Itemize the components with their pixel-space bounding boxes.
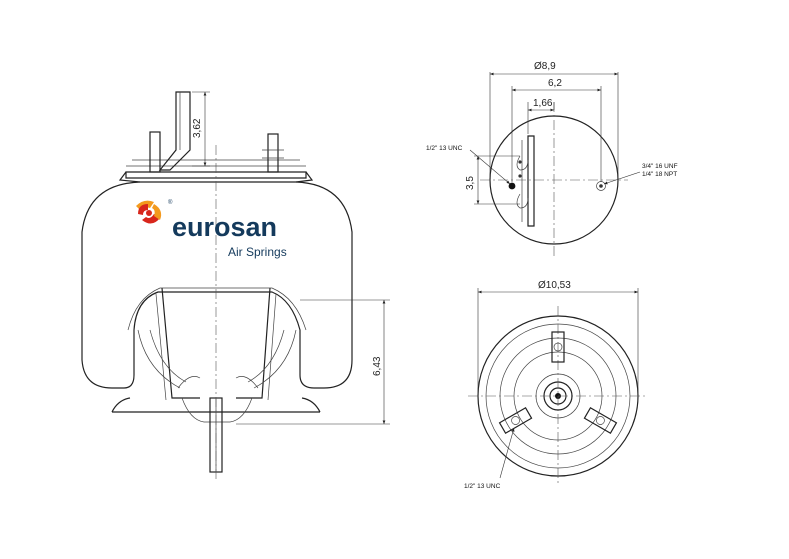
dim-stud-height: 3,62 (192, 118, 203, 138)
eurosan-logo: ® eurosan Air Springs (136, 199, 287, 259)
bottom-boss-left (583, 406, 618, 435)
bottom-boss-top (551, 331, 565, 363)
piston-body (161, 287, 271, 399)
bead-plate (125, 171, 307, 179)
bellows-inner-contour (127, 287, 307, 331)
top-bracket (527, 135, 535, 227)
bead-plate-right (295, 171, 314, 183)
logo-registered: ® (168, 199, 173, 206)
left-bracket (158, 91, 191, 171)
note-bottom: 1/2" 13 UNC (464, 483, 501, 490)
note-top-right-1: 3/4" 16 UNF (642, 163, 678, 170)
bottom-view: Ø10,53 1/2" 13 UNC (464, 280, 648, 490)
dim-top-outer: Ø8,9 (534, 61, 556, 72)
top-hole-left (508, 182, 516, 190)
note-top-left: 1/2" 13 UNC (426, 145, 463, 152)
bellows-outline (81, 181, 353, 389)
dim-piston-height: 6,43 (372, 356, 383, 376)
logo-wordmark: eurosan (172, 212, 277, 242)
note-top-right-2: 1/4" 18 NPT (642, 171, 677, 178)
left-stud (149, 131, 161, 173)
right-stud (267, 133, 279, 173)
bottom-boss-right (498, 406, 533, 435)
logo-subtitle: Air Springs (228, 245, 287, 259)
dim-top-small: 1,66 (533, 98, 553, 109)
dim-top-offset: 6,2 (548, 78, 562, 89)
top-view: Ø8,9 6,2 1,66 3,5 1/2" 13 UNC 3/4" 16 UN… (426, 61, 678, 258)
dim-bottom-outer: Ø10,53 (538, 280, 571, 291)
bead-plate-left (118, 171, 141, 183)
dim-top-vertical: 3,5 (465, 176, 476, 190)
side-view: 3,62 6,43 (81, 91, 390, 480)
logo-mark-icon (136, 200, 162, 224)
